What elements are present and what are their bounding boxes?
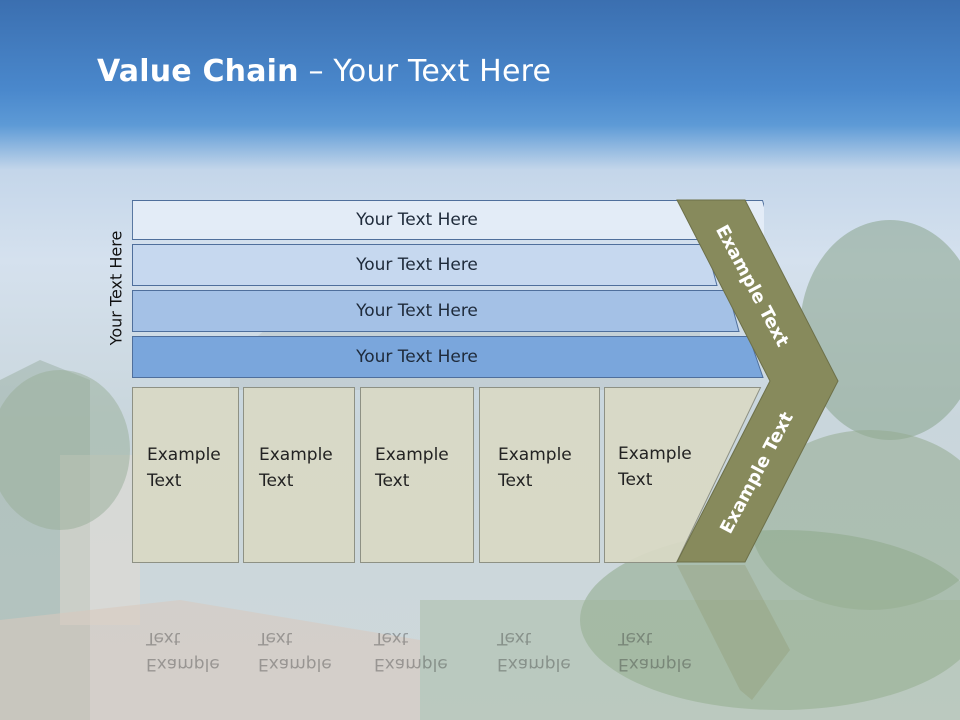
title-rest: – Your Text Here [298, 54, 552, 89]
band-4: Your Text Here [132, 336, 764, 378]
band-1: Your Text Here [132, 200, 764, 240]
band-1-label: Your Text Here [356, 210, 478, 230]
box-2-line1: Example [259, 445, 333, 465]
box-3-line1: Example [375, 445, 449, 465]
box-5-line2: Text [618, 470, 653, 490]
band-3-label: Your Text Here [356, 301, 478, 321]
box-5-line1: Example [618, 444, 692, 464]
slide-title: Value Chain – Your Text Here [97, 54, 551, 89]
band-3: Your Text Here [132, 290, 764, 332]
band-2-label: Your Text Here [356, 255, 478, 275]
box-4-line2: Text [498, 471, 533, 491]
box-3-line2: Text [375, 471, 410, 491]
title-bold: Value Chain [97, 54, 299, 89]
band-1-shape [132, 200, 764, 240]
band-2: Your Text Here [132, 244, 764, 286]
box-2-line2: Text [259, 471, 294, 491]
side-label: Your Text Here [106, 230, 126, 346]
box-1-line1: Example [147, 445, 221, 465]
box-1-line2: Text [147, 471, 182, 491]
box-4-line1: Example [498, 445, 572, 465]
band-4-label: Your Text Here [356, 347, 478, 367]
